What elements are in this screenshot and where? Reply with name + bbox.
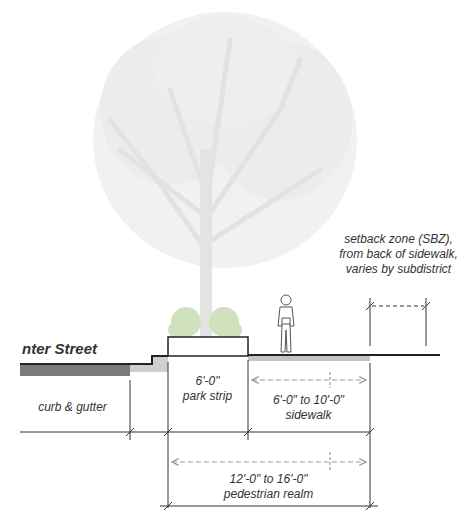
range-arrows [172, 372, 366, 470]
dimension-label: 6'-0" to 10'-0" sidewalk [272, 393, 345, 423]
shrubs [168, 307, 242, 338]
dimension-label: curb & gutter [38, 400, 108, 415]
person [278, 295, 294, 352]
dimension-label: 6'-0" park strip [182, 374, 233, 404]
dimension-lines [20, 298, 430, 510]
dimension-label: 12'-0" to 16'-0" pedestrian realm [223, 472, 314, 502]
tree [93, 12, 357, 338]
ground-section [20, 337, 440, 376]
street-name: nter Street [22, 340, 99, 358]
setback-label: setback zone (SBZ), from back of sidewal… [339, 232, 459, 277]
